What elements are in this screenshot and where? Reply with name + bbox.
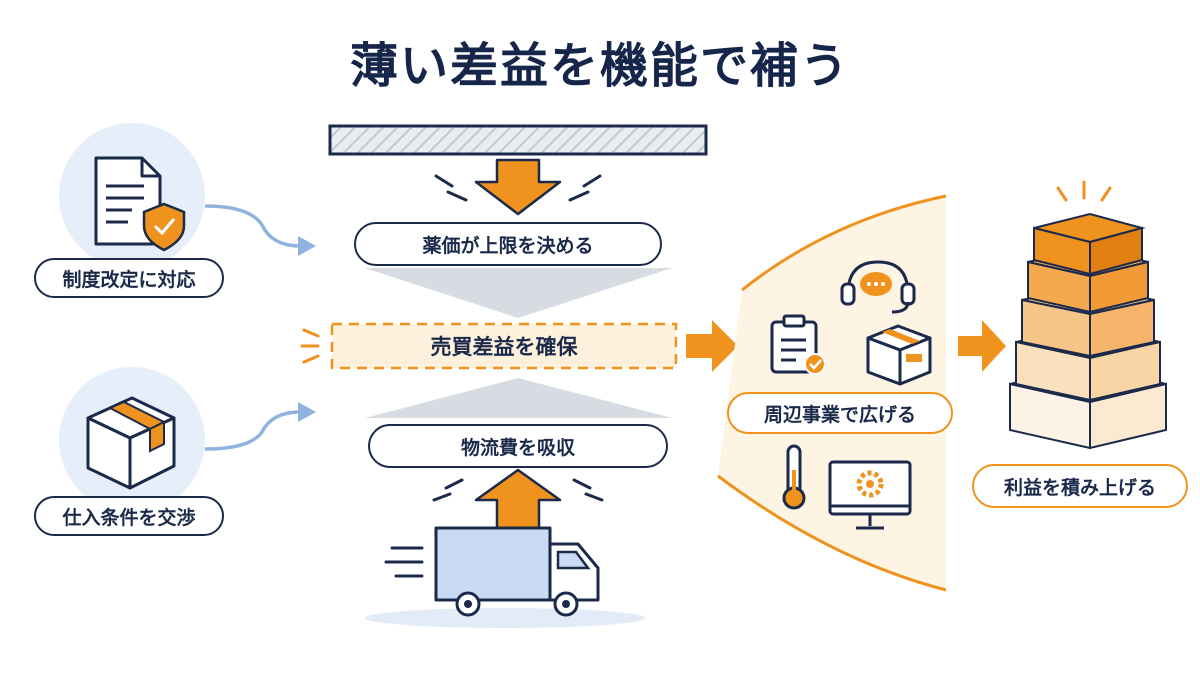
regulation-connector <box>204 204 301 248</box>
funnel-top <box>365 268 672 318</box>
supplier-connector <box>204 410 301 451</box>
package-icon <box>86 396 176 490</box>
stack-layer-1 <box>1033 212 1146 276</box>
margin-label: 売買差益を確保 <box>430 335 578 359</box>
burst-lines-top <box>434 174 602 202</box>
headset-icon <box>840 260 916 314</box>
supplier-label: 仕入条件を交渉 <box>34 496 224 536</box>
regulation-connector-arrowhead <box>298 236 316 256</box>
burst-lines-stack <box>1056 180 1112 202</box>
up-pressure-arrow <box>474 468 562 532</box>
truck-shadow <box>365 608 645 628</box>
business-area-top-edge <box>741 194 947 292</box>
business-to-profit-arrow <box>958 320 1006 372</box>
supplier-icon-group <box>59 367 205 513</box>
margin-band <box>330 322 678 370</box>
down-pressure-arrow <box>474 158 562 216</box>
supplier-connector-arrowhead <box>298 402 316 422</box>
burst-lines-bottom <box>432 478 604 502</box>
price-cap-label: 薬価が上限を決める <box>354 222 662 266</box>
speed-lines <box>384 546 424 578</box>
monitor-gear-icon <box>828 460 912 530</box>
price-ceiling-bar <box>328 124 708 156</box>
margin-to-business-arrow <box>686 320 738 372</box>
profit-stack <box>1009 212 1167 450</box>
logistics-label: 物流費を吸収 <box>368 424 668 468</box>
delivery-truck-icon <box>434 526 600 617</box>
page-title: 薄い差益を機能で補う <box>349 38 850 94</box>
burst-lines-left <box>300 328 320 364</box>
business-label: 周辺事業で広げる <box>727 392 953 434</box>
small-box-icon <box>866 324 932 386</box>
regulation-label: 制度改定に対応 <box>34 258 224 298</box>
funnel-bottom <box>365 378 672 418</box>
regulation-icon-group <box>59 123 205 269</box>
business-area-bottom-edge <box>717 474 947 592</box>
clipboard-check-icon <box>770 314 826 375</box>
document-shield-icon <box>94 156 186 252</box>
thermometer-icon <box>782 444 806 510</box>
profit-label: 利益を積み上げる <box>972 464 1188 508</box>
